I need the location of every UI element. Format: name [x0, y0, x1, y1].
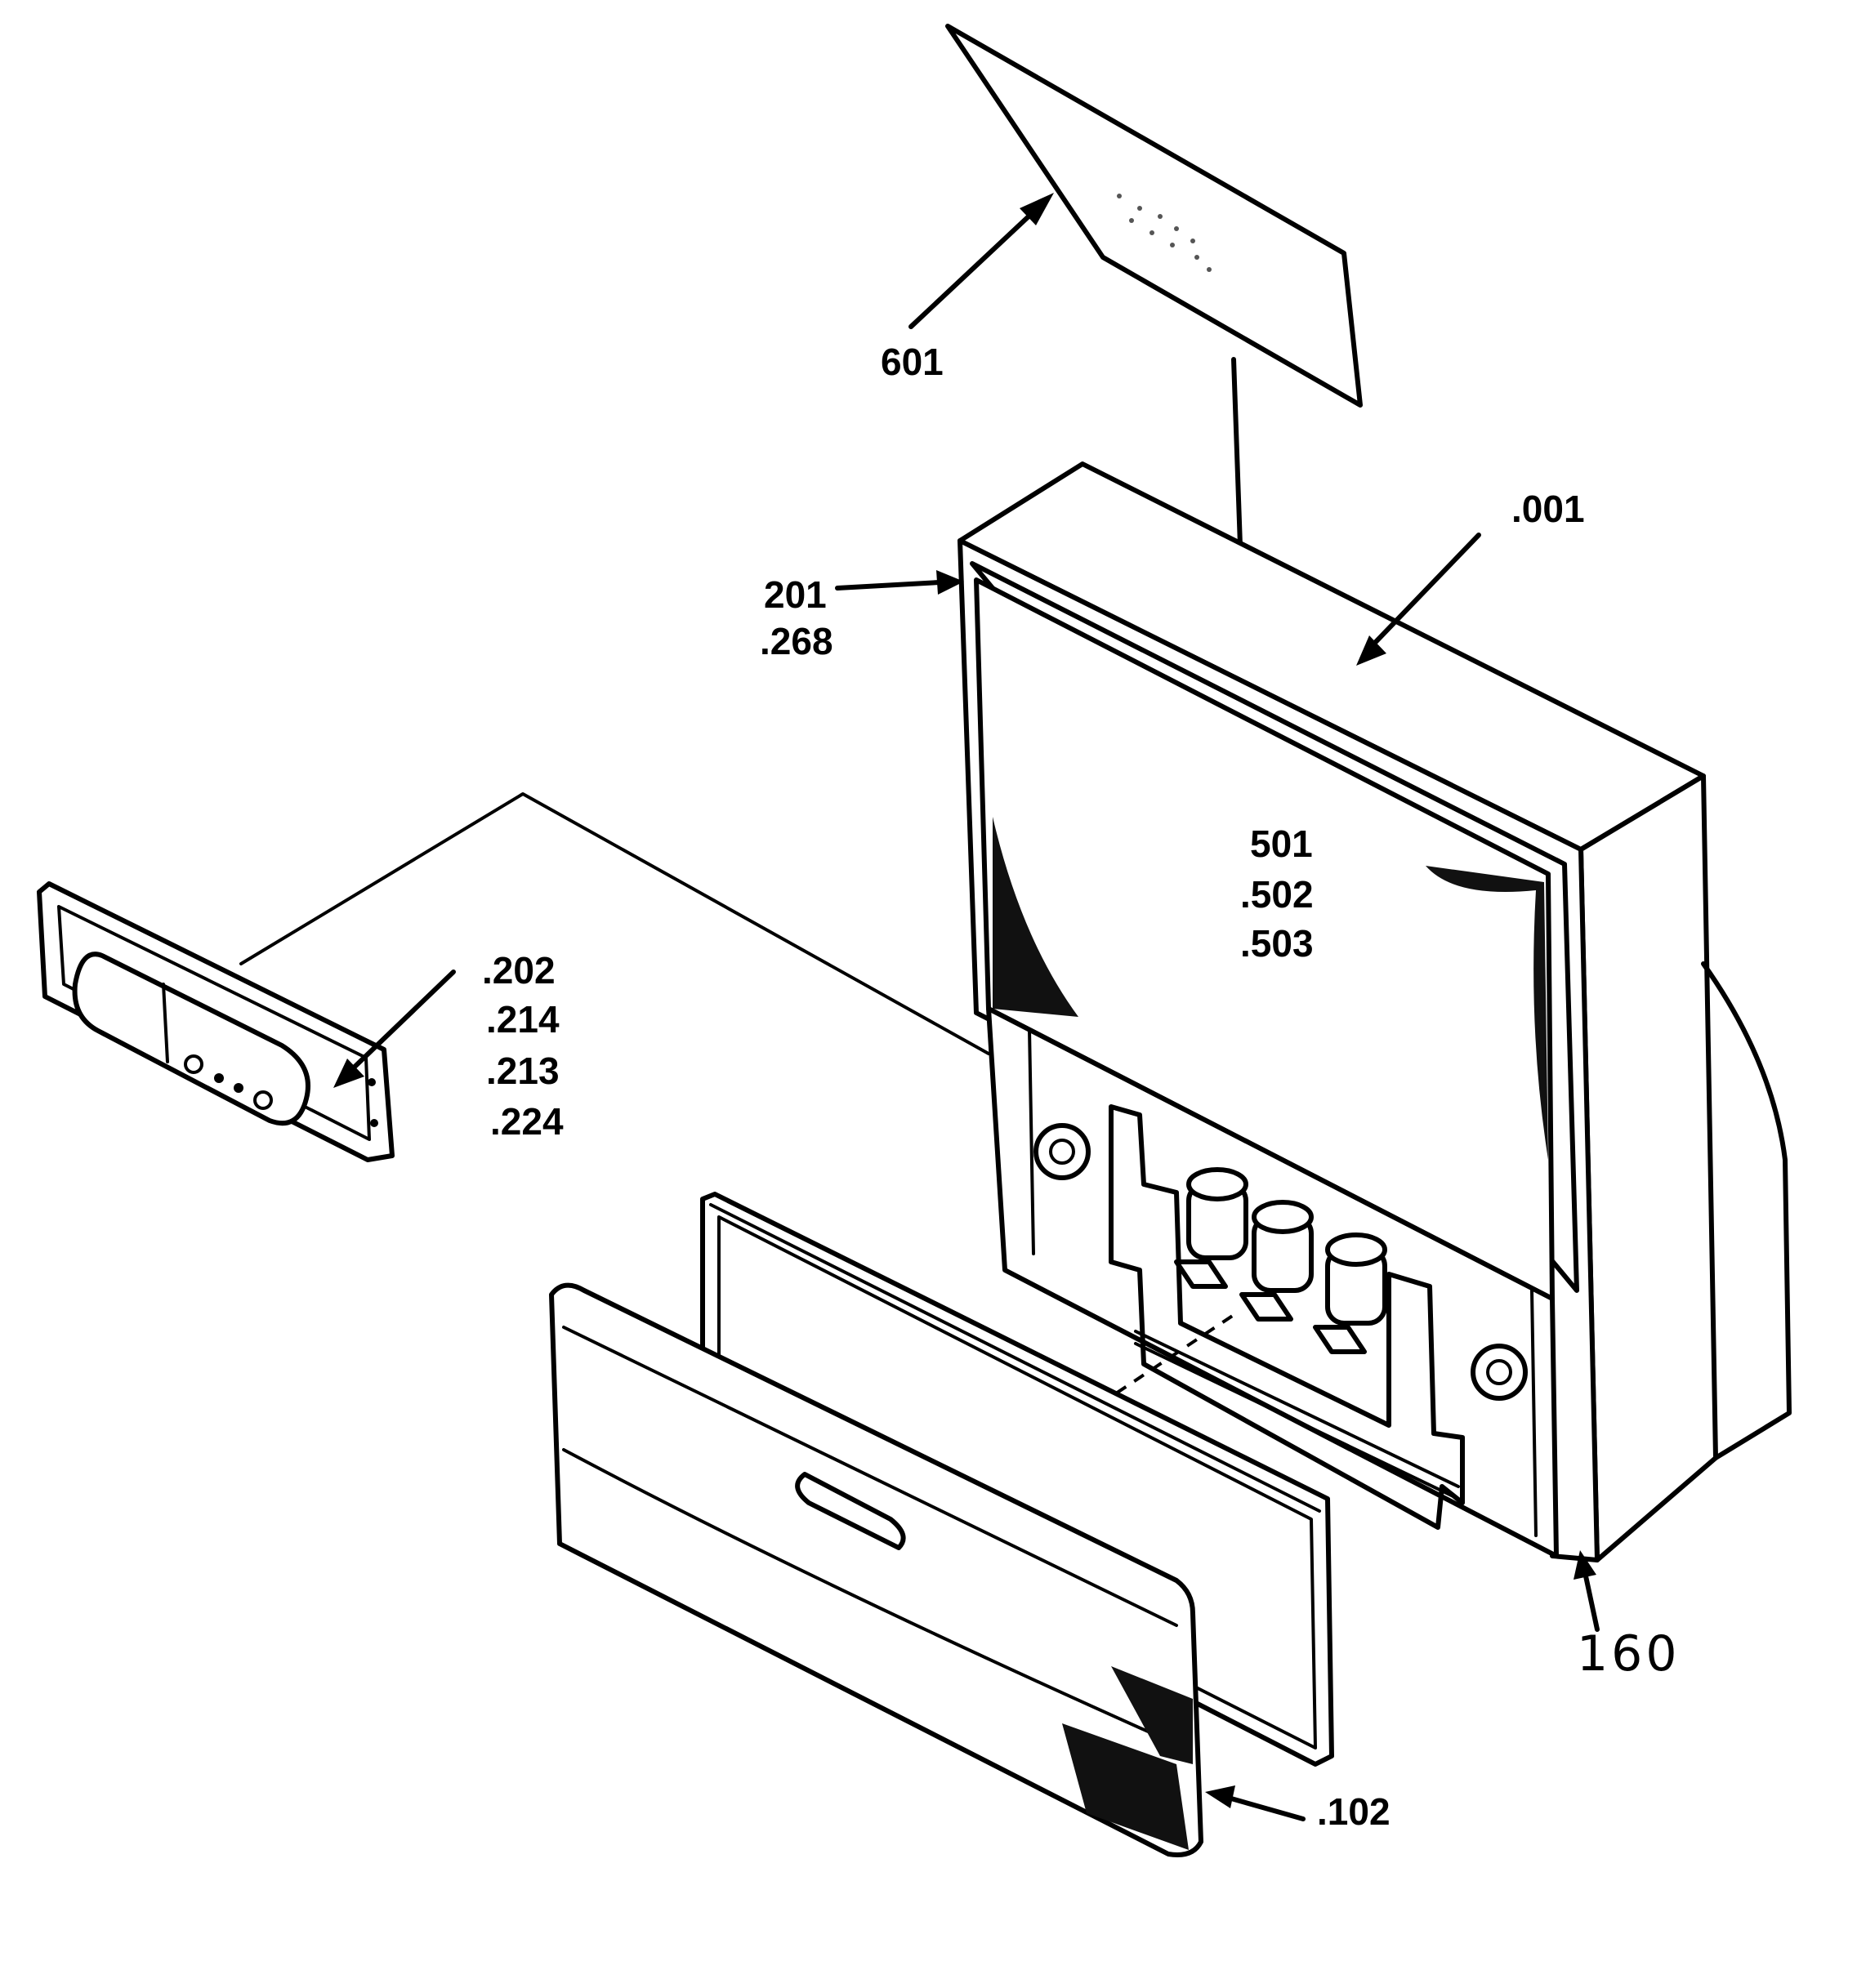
label-268: .268: [760, 620, 833, 662]
pointer-601: [908, 193, 1054, 329]
label-202: .202: [482, 949, 556, 992]
cabinet-part: [958, 461, 1792, 1562]
label-001: .001: [1511, 488, 1585, 530]
pointer-001: [1356, 533, 1481, 666]
label-102: .102: [1317, 1790, 1391, 1833]
control-panel-part: [37, 881, 395, 1162]
label-201: 201: [764, 573, 827, 616]
label-502: .502: [1240, 873, 1314, 916]
alignment-dashed-line: [1097, 1313, 1235, 1406]
label-213: .213: [486, 1050, 560, 1092]
label-501: 501: [1250, 822, 1313, 865]
label-160: 160: [1577, 1625, 1681, 1683]
label-601: 601: [881, 341, 944, 383]
label-sheet-part: [945, 24, 1363, 408]
pointer-202: [333, 969, 456, 1088]
label-224: .224: [490, 1100, 564, 1143]
control-panel-leader: [239, 792, 990, 1055]
label-214: .214: [486, 998, 560, 1041]
front-door-part: [549, 1282, 1203, 1857]
label-503: .503: [1240, 922, 1314, 965]
pointer-201: [835, 570, 964, 595]
pointer-160: [1574, 1550, 1600, 1632]
pointer-102: [1205, 1785, 1306, 1821]
